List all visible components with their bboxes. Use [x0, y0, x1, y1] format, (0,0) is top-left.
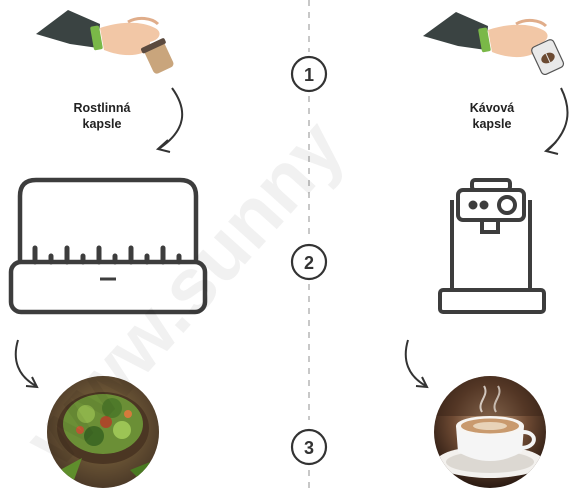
- arrow-right-1: [548, 88, 568, 150]
- right-label-line1: Kávová: [470, 101, 515, 115]
- left-label-line2: kapsle: [83, 117, 122, 131]
- coffee-machine-icon: [440, 180, 544, 312]
- right-label-line2: kapsle: [473, 117, 512, 131]
- step-1-number: 1: [304, 65, 314, 85]
- coffee-cup-image: [434, 376, 546, 488]
- hand-left-icon: [36, 10, 160, 55]
- watermark-text: www.sunny: [7, 103, 361, 483]
- step-2-number: 2: [304, 253, 314, 273]
- step-2-badge: 2: [292, 245, 326, 279]
- step-1-badge: 1: [292, 57, 326, 91]
- arrow-left-1: [160, 88, 182, 148]
- left-label-line1: Rostlinná: [74, 101, 131, 115]
- step-3-badge: 3: [292, 430, 326, 464]
- step-3-number: 3: [304, 438, 314, 458]
- hand-right-icon: [423, 12, 548, 57]
